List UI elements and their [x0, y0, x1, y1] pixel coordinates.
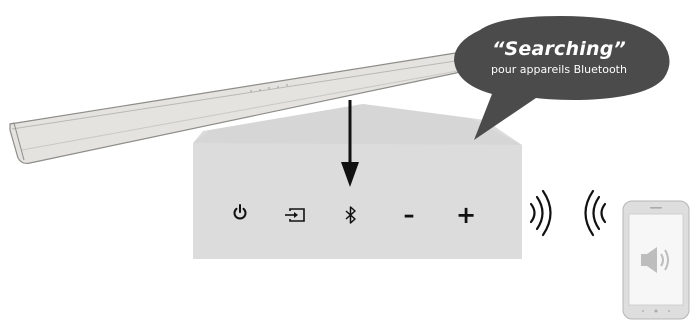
phone-nav-dot	[642, 310, 644, 312]
power-icon	[233, 204, 247, 220]
callout-subtitle: pour appareils Bluetooth	[491, 63, 627, 76]
input-source-icon	[285, 208, 305, 222]
volume-down-icon: –	[404, 203, 415, 228]
soundbar-top-button	[277, 86, 279, 88]
soundbar-top-button	[286, 84, 288, 86]
phone-home-button	[654, 309, 658, 313]
svg-text:–: –	[404, 203, 415, 228]
volume-up-icon: +	[456, 201, 476, 229]
phone-speaker-slot	[650, 207, 662, 209]
press-arrow	[341, 100, 359, 187]
signal-waves-incoming	[584, 189, 607, 237]
bluetooth-icon	[345, 206, 356, 224]
soundbar-front-edge	[11, 59, 463, 130]
callout-bubble	[454, 16, 670, 140]
signal-waves-outgoing	[529, 189, 552, 237]
phone-nav-dot	[668, 310, 670, 312]
callout-title: “Searching”	[492, 38, 626, 60]
soundbar-top-button	[259, 89, 261, 91]
zoom-projection-top	[193, 104, 522, 145]
soundbar-left-cap	[9, 122, 25, 161]
smartphone	[622, 200, 690, 320]
soundbar-top-button	[250, 90, 252, 92]
soundbar-top-button	[268, 87, 270, 89]
speaker-icon	[641, 247, 669, 273]
soundbar-lower-edge	[21, 69, 464, 151]
svg-text:+: +	[456, 201, 476, 229]
